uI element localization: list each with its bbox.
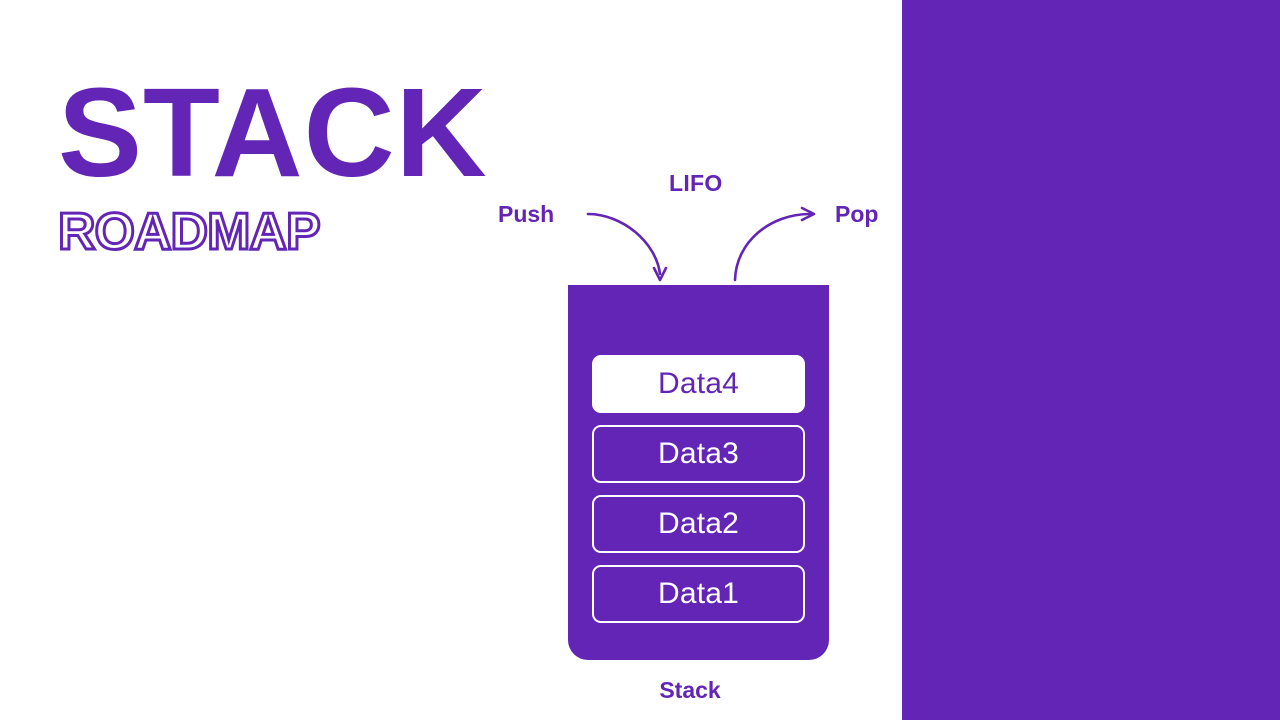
stack-caption: Stack xyxy=(659,677,721,703)
stack-item[interactable]: Data1 xyxy=(592,565,805,623)
page-subtitle: ROADMAP xyxy=(57,203,323,262)
lifo-label: LIFO xyxy=(669,170,723,196)
stack-item[interactable]: Data4 xyxy=(592,355,805,413)
right-decorative-panel xyxy=(902,0,1280,720)
diagram-arrows xyxy=(586,206,816,282)
stack-diagram: LIFO Push Pop Data4 Data3 Data2 Data1 St… xyxy=(480,150,900,720)
stack-item[interactable]: Data2 xyxy=(592,495,805,553)
page-title: STACK xyxy=(58,62,488,203)
stack-container: Data4 Data3 Data2 Data1 xyxy=(568,285,829,660)
pop-label: Pop xyxy=(835,201,879,227)
stack-item[interactable]: Data3 xyxy=(592,425,805,483)
title-block: STACK ROADMAP xyxy=(57,62,488,262)
push-label: Push xyxy=(498,201,555,227)
pop-arrow-icon xyxy=(733,206,816,282)
push-arrow-icon xyxy=(586,212,668,282)
